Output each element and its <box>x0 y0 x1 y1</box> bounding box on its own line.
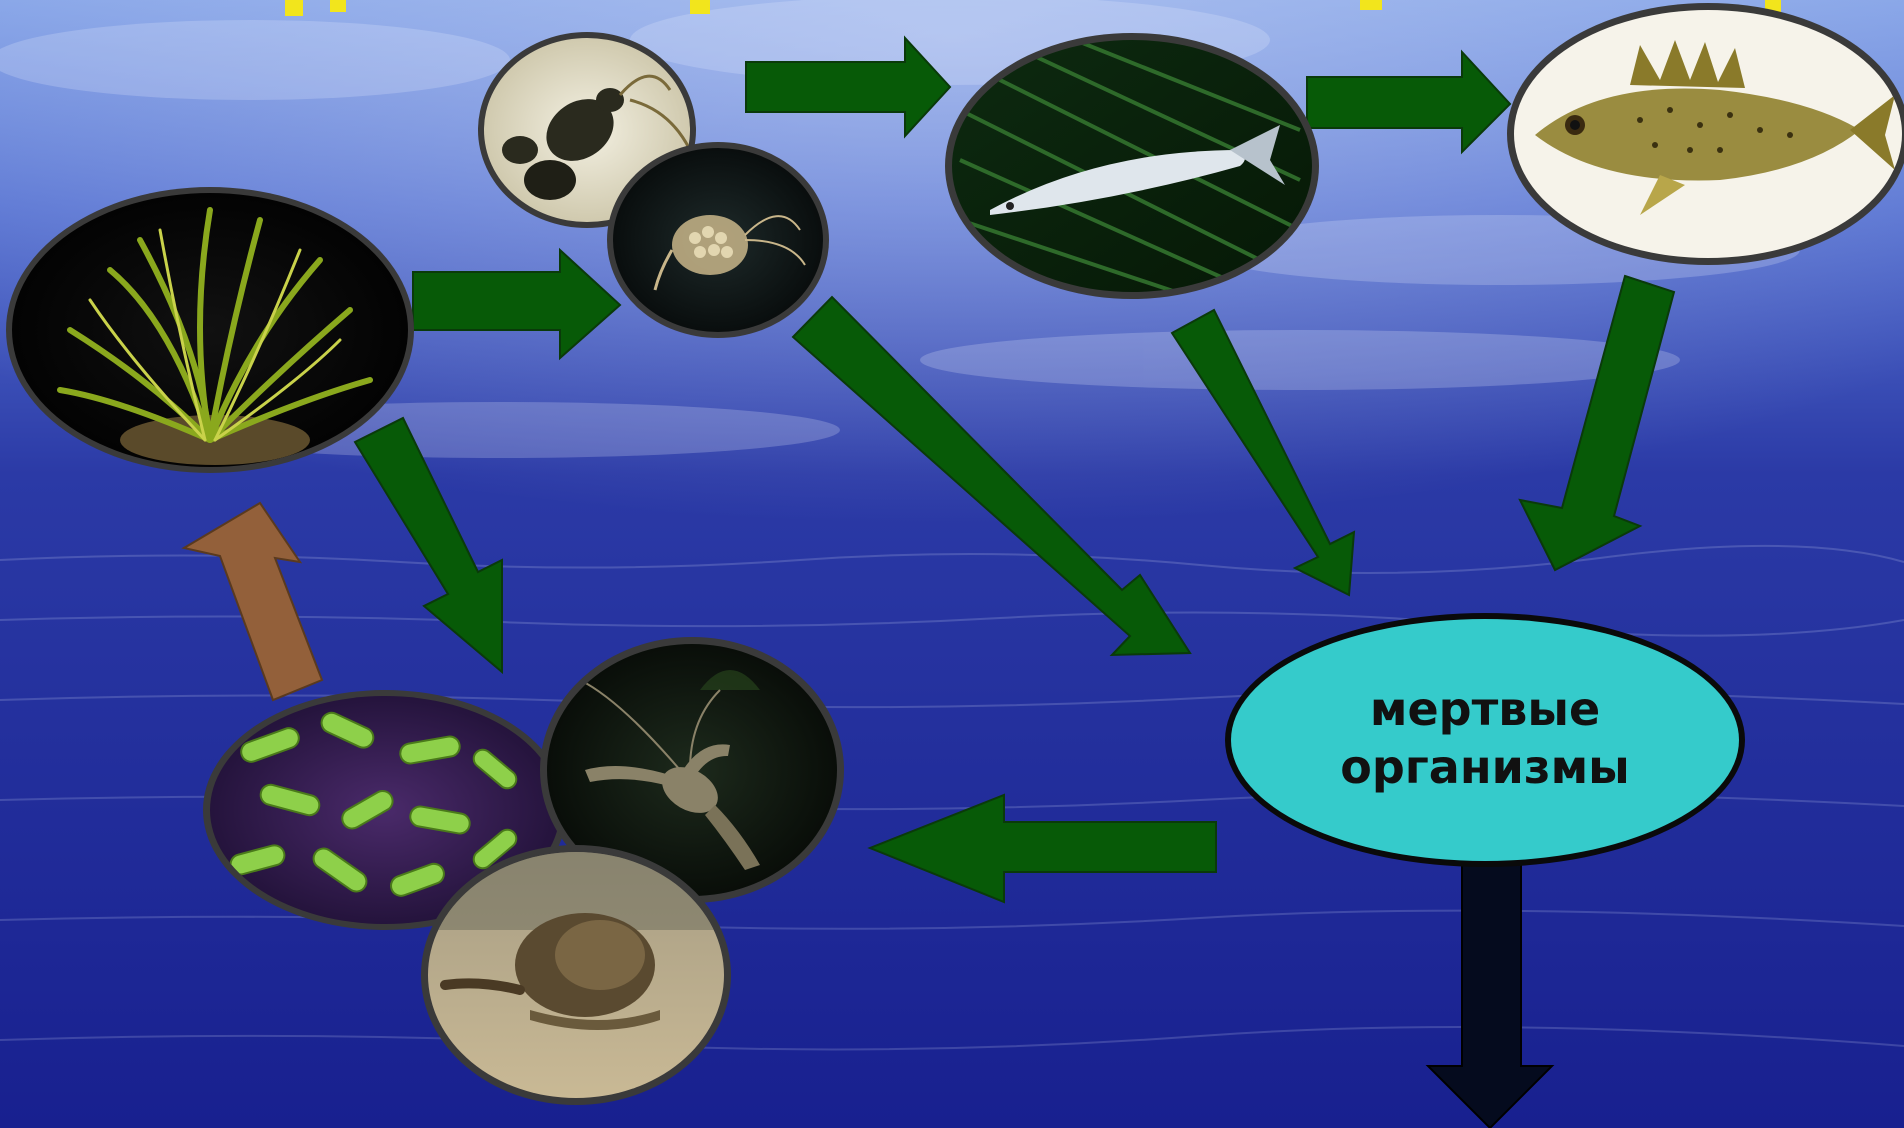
dead-organisms-line-2: организмы <box>1340 738 1630 796</box>
plant-icon <box>6 187 414 473</box>
dead-organisms-label: мертвые организмы <box>1240 648 1730 828</box>
snail-icon <box>420 845 731 1105</box>
ruffe-fish-icon <box>1507 3 1904 265</box>
cyclops-icon <box>607 142 829 338</box>
dead-organisms-line-1: мертвые <box>1370 680 1600 738</box>
